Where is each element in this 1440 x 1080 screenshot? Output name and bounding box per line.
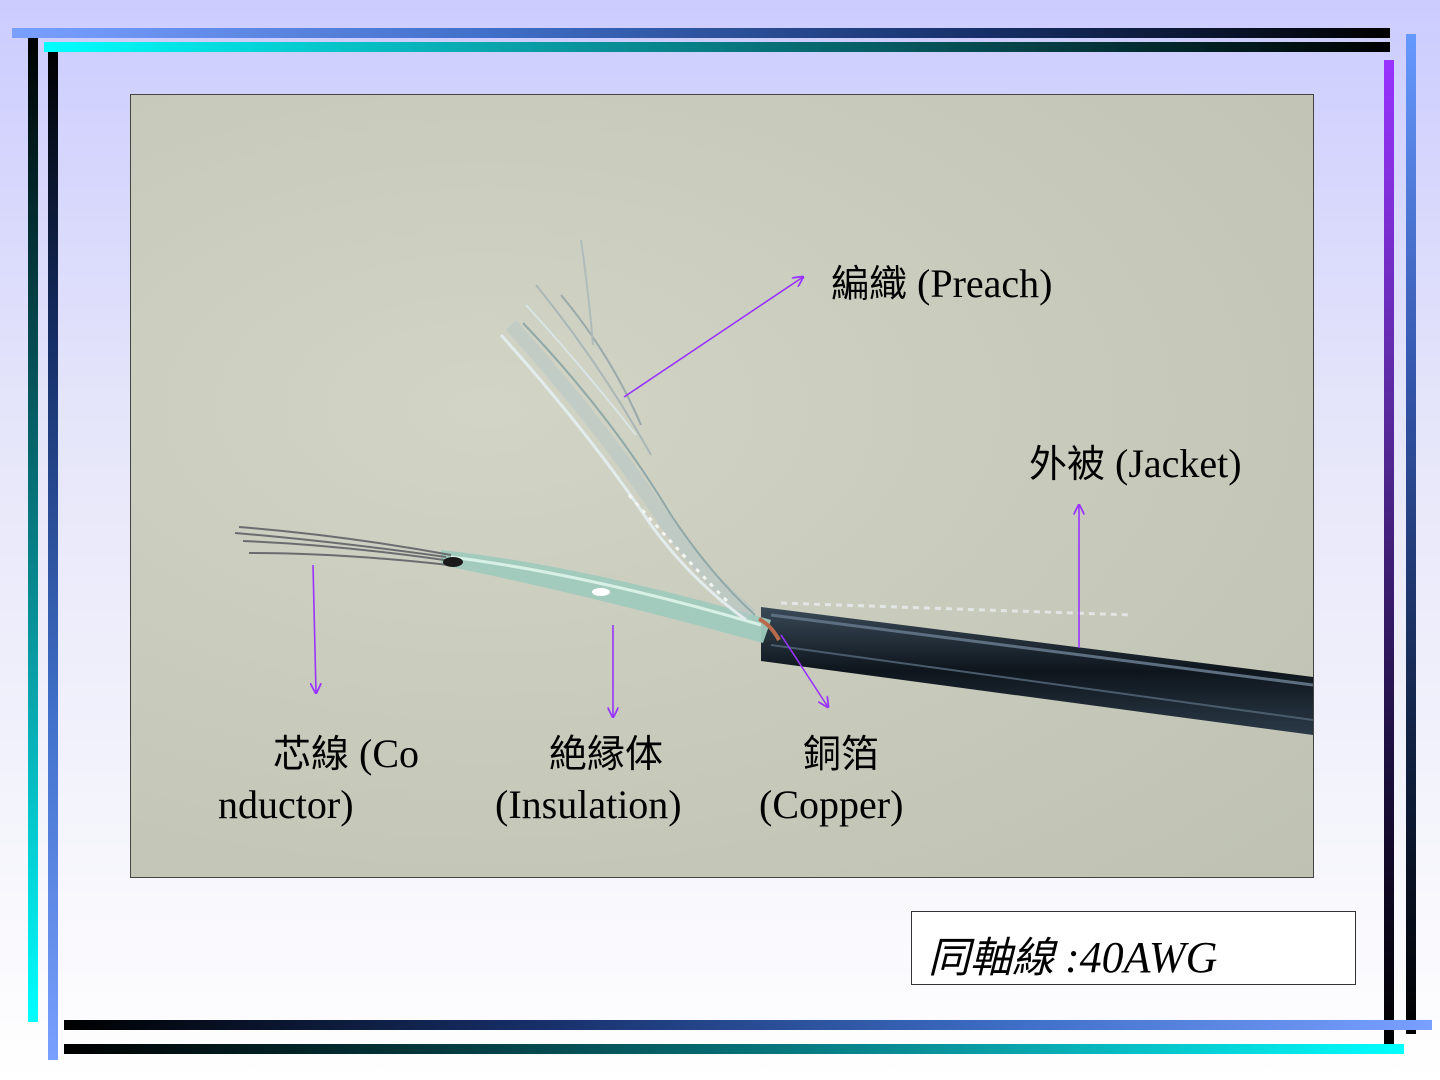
cable-photo: 編織 (Preach) 外被 (Jacket) 芯線 (Co nductor) … — [130, 94, 1314, 878]
arrow-braid — [623, 277, 803, 398]
arrow-copper — [780, 634, 828, 707]
decorative-bar-bottom-lower — [64, 1044, 1404, 1054]
label-braid-en: (Preach) — [917, 261, 1053, 306]
decorative-bar-bottom-upper — [64, 1020, 1432, 1030]
insulation-strand — [441, 550, 771, 643]
caption-text: 同軸線 :40AWG — [928, 924, 1217, 985]
label-copper-cjk-text: 銅箔 — [803, 732, 880, 776]
label-insulation-cjk-text: 絶縁体 — [549, 732, 664, 776]
decorative-bar-top-outer — [12, 28, 1390, 38]
cable-illustration — [234, 239, 1313, 735]
label-copper-en: (Copper) — [759, 782, 904, 827]
label-conductor-en-part1: (Co — [359, 731, 420, 776]
label-conductor-line1: 芯線 (Co — [273, 723, 419, 778]
label-braid-cjk: 編織 — [831, 262, 908, 306]
decorative-bar-right-outer — [1406, 34, 1416, 1034]
caption-box: 同軸線 :40AWG — [911, 911, 1356, 985]
caption-cjk: 同軸線 — [928, 933, 1055, 982]
copper-foil — [758, 617, 781, 641]
arrow-conductor — [313, 564, 316, 693]
decorative-bar-right-inner — [1384, 60, 1394, 1046]
decorative-bar-left-inner — [48, 52, 58, 1060]
conductor-wires — [234, 526, 452, 566]
label-insulation-cjk: 絶縁体 — [549, 723, 663, 778]
caption-gauge: :40AWG — [1065, 933, 1218, 982]
cable-jacket — [761, 607, 1313, 735]
decorative-bar-left-outer — [28, 38, 38, 1022]
label-copper-cjk: 銅箔 — [803, 723, 879, 778]
label-insulation-en: (Insulation) — [495, 782, 682, 827]
decorative-bar-top-inner — [44, 42, 1390, 52]
label-conductor-line2: nductor) — [218, 782, 354, 827]
label-conductor-cjk: 芯線 — [273, 732, 350, 776]
label-jacket: 外被 (Jacket) — [1029, 433, 1242, 488]
braid-strands — [499, 239, 756, 622]
label-jacket-cjk: 外被 — [1029, 442, 1106, 486]
label-jacket-en: (Jacket) — [1115, 441, 1242, 486]
label-braid: 編織 (Preach) — [831, 253, 1052, 308]
